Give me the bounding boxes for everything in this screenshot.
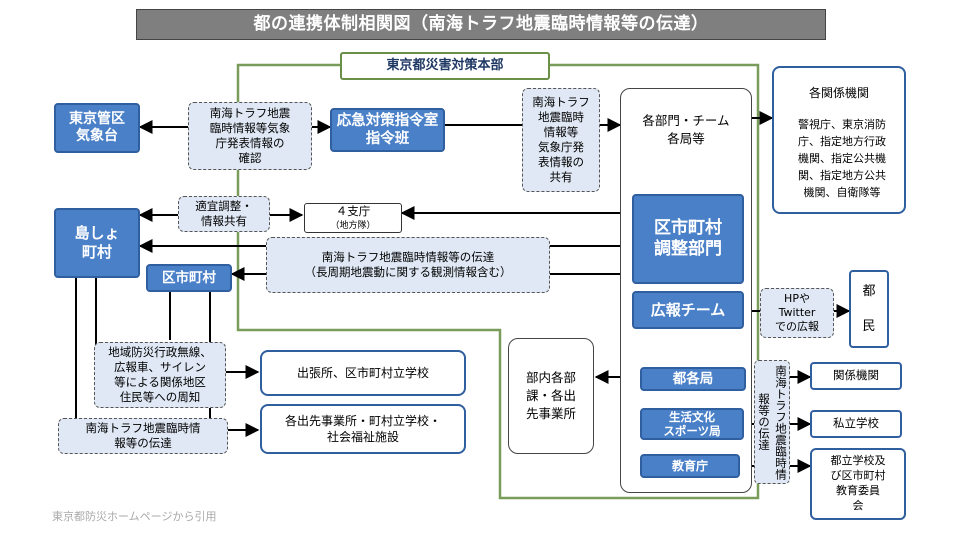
nankai-vertical-box: 南海トラフ地震臨時情報等の伝達 <box>754 360 790 484</box>
branch-box: ４支庁 （地方隊） <box>304 203 402 233</box>
seikatsu-box: 生活文化 スポーツ局 <box>640 408 744 440</box>
hq-boundary <box>236 63 760 500</box>
kankei-box: 関係機関 <box>810 362 902 390</box>
bunai-box: 部内各部 課・各出 先事業所 <box>508 338 594 454</box>
nankai-info2-box: 南海トラフ地震臨時情 報等の伝達 <box>58 418 228 454</box>
share-info-box: 南海トラフ 地震臨時 情報等 気象庁発 表情報の 共有 <box>522 88 600 192</box>
toritsu-box: 都立学校及 び区市町村 教育委員 会 <box>810 448 906 520</box>
source-caption: 東京都防災ホームページから引用 <box>52 510 217 523</box>
departments-label: 各部門・チーム 各局等 <box>642 113 730 146</box>
kushichoson-box: 区市町村 <box>146 264 232 292</box>
nankai-info-box: 南海トラフ地震臨時情報等の伝達 （長周期地震動に関する観測情報含む） <box>266 237 550 293</box>
hq-label: 東京都災害対策本部 <box>340 52 550 80</box>
musen-box: 地域防災行政無線、 広報車、サイレン 等による関係地区 住民等への周知 <box>94 342 226 408</box>
tokaku-box: 都各局 <box>640 367 746 391</box>
agencies-box <box>772 66 906 214</box>
agencies-title: 各関係機関 <box>808 86 869 100</box>
tomin-box: 都 民 <box>849 270 889 348</box>
page-title: 都の連携体制相関図（南海トラフ地震臨時情報等の伝達） <box>136 9 826 40</box>
desaki-box: 各出先事業所・町村立学校・ 社会福祉施設 <box>260 404 466 454</box>
agencies-body: 警視庁、東京消防 庁、指定地方行政 機関、指定公共機 関、指定地方公共 機関、自… <box>798 118 886 200</box>
kishodai-info-box: 南海トラフ地震 臨時情報等気象 庁発表情報の 確認 <box>188 102 312 170</box>
tekigi-box: 適宜調整・ 情報共有 <box>178 196 270 232</box>
municipal-coord-box: 区市町村 調整部門 <box>632 194 744 284</box>
kyoiku-box: 教育庁 <box>640 454 740 478</box>
hp-twitter-box: HPや Twitter での広報 <box>760 288 834 338</box>
islands-box: 島しょ 町村 <box>54 208 140 278</box>
pr-team-box: 広報チーム <box>632 291 744 329</box>
branch-label: ４支庁 <box>335 204 371 219</box>
kishodai-box: 東京管区 気象台 <box>54 103 140 153</box>
shucho-box: 出張所、区市町村立学校 <box>260 350 466 396</box>
command-box: 応急対策指令室 指令班 <box>330 108 445 152</box>
shiritsu-box: 私立学校 <box>810 410 902 438</box>
branch-sub-label: （地方隊） <box>330 220 376 231</box>
